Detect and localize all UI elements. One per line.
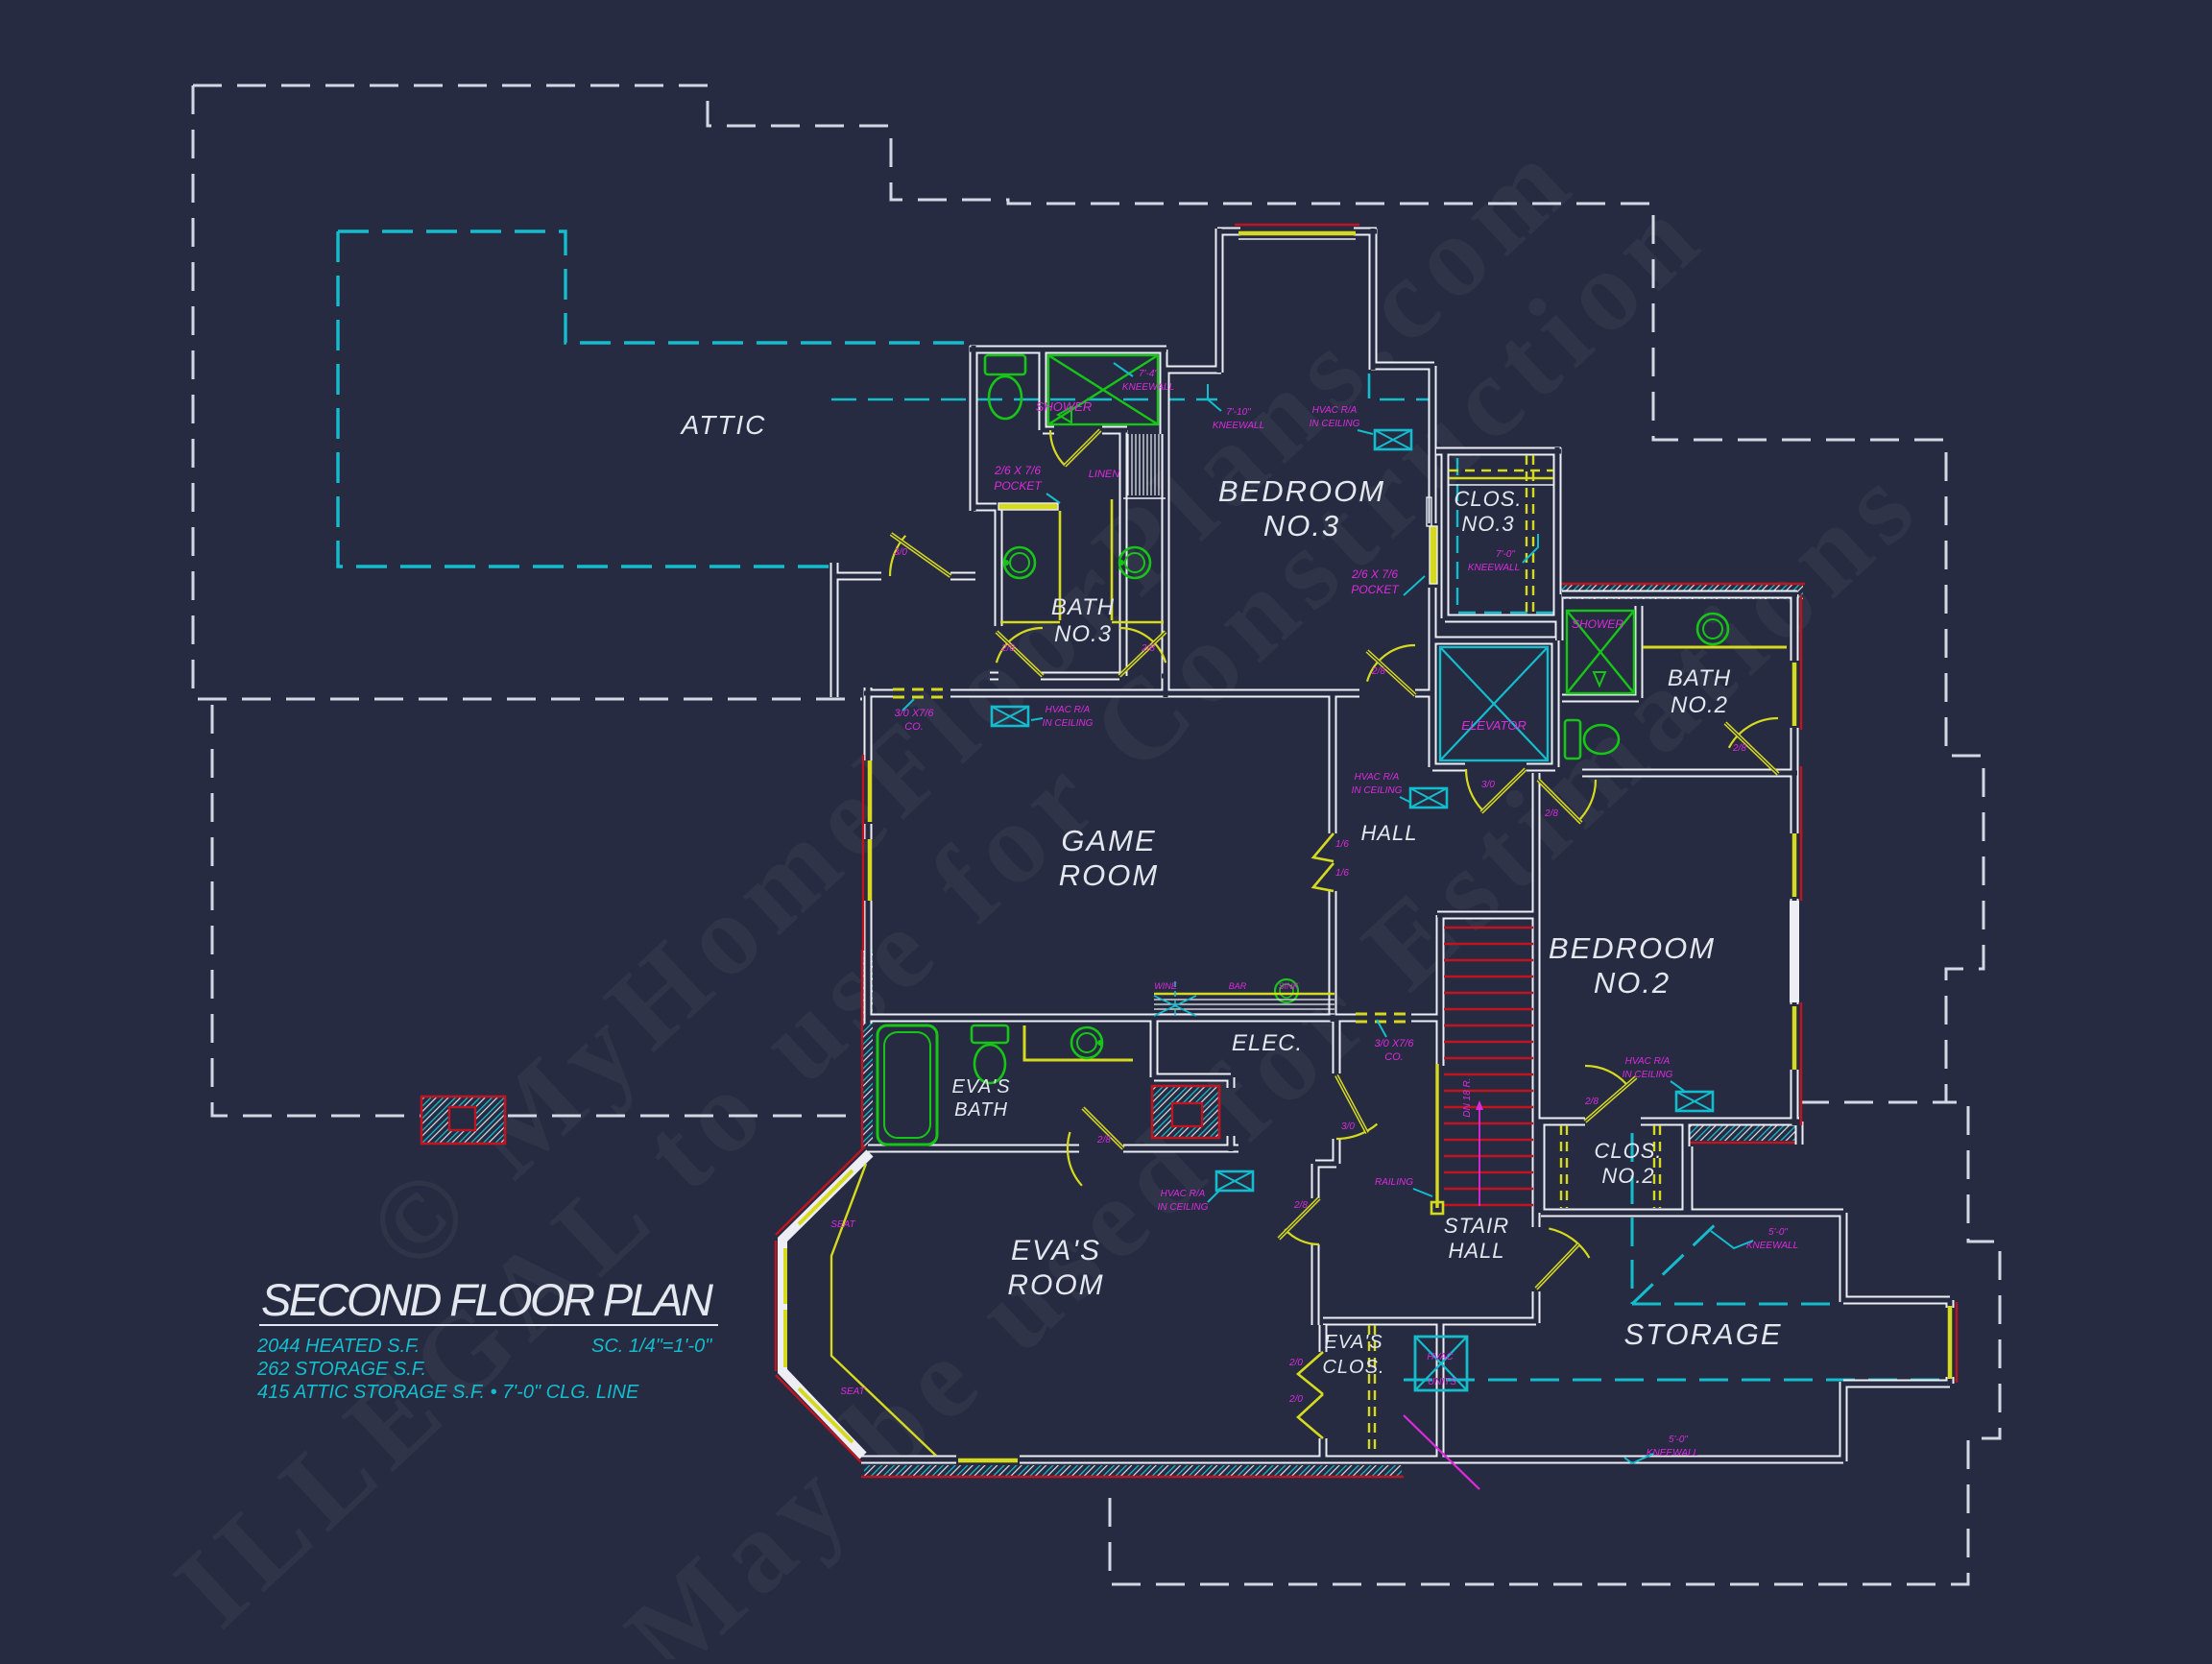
- svg-text:2044 HEATED S.F.: 2044 HEATED S.F.: [256, 1336, 420, 1357]
- svg-text:SEAT: SEAT: [840, 1387, 865, 1397]
- svg-text:ROOM: ROOM: [1007, 1269, 1104, 1301]
- svg-text:BATH: BATH: [954, 1099, 1008, 1121]
- svg-text:CLOS.: CLOS.: [1454, 487, 1522, 511]
- svg-text:KNEEWALL: KNEEWALL: [1468, 563, 1520, 573]
- svg-text:HVAC R/A: HVAC R/A: [1312, 405, 1358, 416]
- svg-text:IN CEILING: IN CEILING: [1352, 785, 1403, 796]
- svg-text:SECOND FLOOR PLAN: SECOND FLOOR PLAN: [261, 1274, 716, 1325]
- svg-text:KNEEWALL: KNEEWALL: [1647, 1448, 1698, 1459]
- svg-text:2/8: 2/8: [1141, 643, 1155, 654]
- svg-text:2/8: 2/8: [1096, 1135, 1111, 1146]
- svg-text:2/8: 2/8: [1732, 743, 1746, 754]
- svg-text:SINK: SINK: [1278, 981, 1299, 991]
- svg-text:7'-0": 7'-0": [1496, 549, 1515, 560]
- svg-text:2/0: 2/0: [1288, 1394, 1303, 1405]
- svg-text:HVAC R/A: HVAC R/A: [1161, 1189, 1206, 1199]
- svg-text:5'-0": 5'-0": [1669, 1435, 1688, 1445]
- svg-text:2/8: 2/8: [1584, 1097, 1599, 1107]
- svg-text:2/6 X 7/6: 2/6 X 7/6: [1351, 567, 1398, 581]
- svg-text:3/0: 3/0: [894, 547, 907, 558]
- svg-text:IN CEILING: IN CEILING: [1310, 419, 1360, 429]
- svg-text:CO.: CO.: [904, 721, 924, 733]
- svg-text:ELEC.: ELEC.: [1232, 1030, 1303, 1056]
- svg-text:3/0 X7/6: 3/0 X7/6: [895, 708, 935, 719]
- svg-text:POCKET: POCKET: [994, 479, 1043, 493]
- svg-text:DN 18 R.: DN 18 R.: [1462, 1077, 1473, 1117]
- svg-text:2/8: 2/8: [1293, 1200, 1308, 1211]
- svg-text:NO.3: NO.3: [1263, 509, 1340, 543]
- svg-text:EVA'S: EVA'S: [1011, 1235, 1101, 1266]
- svg-text:HALL: HALL: [1360, 821, 1417, 845]
- svg-text:UNITS: UNITS: [1428, 1377, 1456, 1387]
- svg-text:HVAC R/A: HVAC R/A: [1355, 772, 1400, 783]
- svg-text:CLOS.: CLOS.: [1594, 1139, 1662, 1163]
- svg-text:3/0: 3/0: [1481, 780, 1495, 790]
- svg-text:1/6: 1/6: [1335, 839, 1349, 850]
- svg-text:262 STORAGE S.F.: 262 STORAGE S.F.: [256, 1359, 426, 1380]
- svg-text:415 ATTIC STORAGE S.F. • 7'-0": 415 ATTIC STORAGE S.F. • 7'-0" CLG. LINE: [257, 1382, 639, 1403]
- svg-text:3/0: 3/0: [1341, 1121, 1355, 1132]
- svg-text:2/8: 2/8: [1371, 666, 1385, 677]
- svg-text:NO.2: NO.2: [1671, 692, 1728, 718]
- svg-text:CLOS.: CLOS.: [1322, 1357, 1384, 1378]
- svg-text:EVA'S: EVA'S: [951, 1076, 1010, 1097]
- svg-text:KNEEWALL: KNEEWALL: [1746, 1241, 1798, 1251]
- svg-text:ROOM: ROOM: [1059, 858, 1159, 892]
- svg-text:NO.3: NO.3: [1054, 621, 1112, 647]
- svg-text:2/6 X 7/6: 2/6 X 7/6: [994, 464, 1041, 477]
- svg-text:GAME: GAME: [1061, 824, 1156, 857]
- svg-text:KNEEWALL: KNEEWALL: [1122, 382, 1174, 393]
- svg-text:RAILING: RAILING: [1375, 1177, 1413, 1188]
- svg-text:HVAC: HVAC: [1427, 1352, 1454, 1363]
- svg-text:LINEN: LINEN: [1089, 469, 1119, 480]
- svg-text:2/8: 2/8: [1544, 808, 1558, 819]
- svg-text:SHOWER: SHOWER: [1572, 617, 1623, 631]
- svg-text:7'-4": 7'-4": [1139, 369, 1158, 379]
- svg-text:SC. 1/4"=1'-0": SC. 1/4"=1'-0": [591, 1336, 712, 1357]
- svg-text:2/0: 2/0: [1288, 1358, 1303, 1368]
- svg-text:ELEVATOR: ELEVATOR: [1461, 718, 1526, 733]
- svg-text:POCKET: POCKET: [1351, 583, 1400, 596]
- svg-text:STORAGE: STORAGE: [1623, 1317, 1782, 1351]
- svg-text:5'-0": 5'-0": [1768, 1227, 1788, 1238]
- svg-text:BATH: BATH: [1051, 594, 1115, 620]
- svg-text:BEDROOM: BEDROOM: [1218, 474, 1385, 508]
- svg-text:EVA'S: EVA'S: [1324, 1332, 1382, 1353]
- svg-text:WINE: WINE: [1154, 981, 1177, 991]
- svg-text:3/0 X7/6: 3/0 X7/6: [1375, 1038, 1415, 1049]
- svg-text:BEDROOM: BEDROOM: [1549, 931, 1716, 965]
- svg-text:KNEEWALL: KNEEWALL: [1213, 421, 1264, 431]
- svg-text:IN CEILING: IN CEILING: [1043, 718, 1094, 729]
- svg-text:NO.3: NO.3: [1461, 512, 1514, 536]
- svg-text:STAIR: STAIR: [1444, 1214, 1509, 1238]
- svg-text:BAR: BAR: [1229, 981, 1247, 991]
- svg-text:SHOWER: SHOWER: [1036, 399, 1093, 414]
- svg-text:CO.: CO.: [1384, 1051, 1404, 1063]
- svg-text:NO.2: NO.2: [1594, 966, 1671, 1000]
- svg-text:HVAC R/A: HVAC R/A: [1625, 1056, 1671, 1067]
- svg-text:BATH: BATH: [1668, 665, 1731, 691]
- svg-text:7'-10": 7'-10": [1226, 407, 1251, 418]
- svg-text:SEAT: SEAT: [830, 1219, 855, 1230]
- svg-text:HVAC R/A: HVAC R/A: [1046, 705, 1091, 715]
- svg-text:HALL: HALL: [1448, 1239, 1504, 1263]
- svg-text:ATTIC: ATTIC: [680, 410, 767, 440]
- svg-text:1/6: 1/6: [1335, 868, 1349, 879]
- svg-text:NO.2: NO.2: [1601, 1164, 1654, 1188]
- svg-text:2/8: 2/8: [1000, 643, 1015, 654]
- svg-text:IN CEILING: IN CEILING: [1623, 1070, 1673, 1080]
- svg-text:IN CEILING: IN CEILING: [1158, 1202, 1209, 1213]
